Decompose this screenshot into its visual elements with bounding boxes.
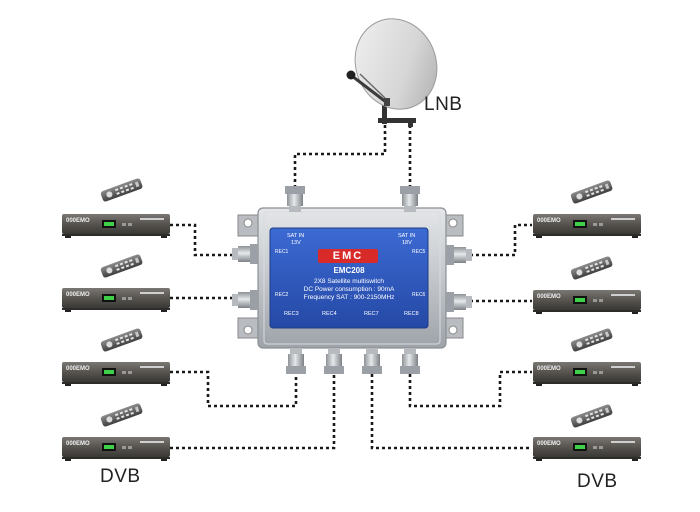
receiver-brand-label: 000EMO [66,218,90,224]
remote-right-2 [570,255,614,281]
receiver-brand-label: 000EMO [537,218,561,224]
spec-line-2: DC Power consumption : 90mA [303,286,395,293]
cable-rec8 [408,370,532,408]
cable-rec1 [170,223,235,257]
remote-right-4 [570,403,614,429]
rec6-label: REC6 [412,292,426,298]
dvb-label-right: DVB [577,471,618,492]
receiver-brand-label: 000EMO [66,441,90,447]
sat-in-13v-label: SAT IN [287,233,305,239]
remote-left-4 [100,402,144,428]
rec5-label: REC5 [412,249,426,255]
rec1-label: REC1 [275,249,289,255]
receiver-brand-label: 000EMO [537,366,561,372]
rec4-label: REC4 [322,311,337,317]
rec8-label: REC8 [404,311,419,317]
dvb-label-left: DVB [100,466,141,487]
sat-in-13v-voltage: 13V [291,240,301,246]
port-right-lower [446,292,472,312]
rec2-label: REC2 [275,292,289,298]
lnb-label: LNB [424,94,463,115]
spec-line-3: Frequency SAT : 900-2150MHz [303,294,395,301]
receiver-brand-label: 000EMO [66,366,90,372]
emc-logo [318,249,378,263]
remote-right-1 [570,179,614,205]
remote-left-2 [100,253,144,279]
cable-lines [170,125,532,450]
rec7-label: REC7 [364,311,379,317]
receiver-brand-label: 000EMO [66,292,90,298]
sat-in-18v-label: SAT IN [398,233,416,239]
receiver-brand-label: 000EMO [537,441,561,447]
cable-lnb-sat-in-13v [293,125,387,187]
cable-rec7 [370,374,532,450]
cable-rec3 [170,370,298,408]
rec3-label: REC3 [284,311,299,317]
remote-right-3 [570,327,614,353]
remote-left-1 [100,177,144,203]
receiver-brand-label: 000EMO [537,294,561,300]
remote-left-3 [100,327,144,353]
cable-rec5 [470,223,532,257]
sat-in-18v-voltage: 18V [402,240,412,246]
port-right-upper [446,245,472,265]
spec-line-1: 2X8 Satellite multiswitch [313,278,385,285]
brand-logo-text: EMC [332,250,364,262]
satellite-dish-icon [346,18,438,127]
multiswitch-device [237,207,464,349]
cable-rec4 [170,374,336,450]
model-name: EMC208 [333,266,365,275]
